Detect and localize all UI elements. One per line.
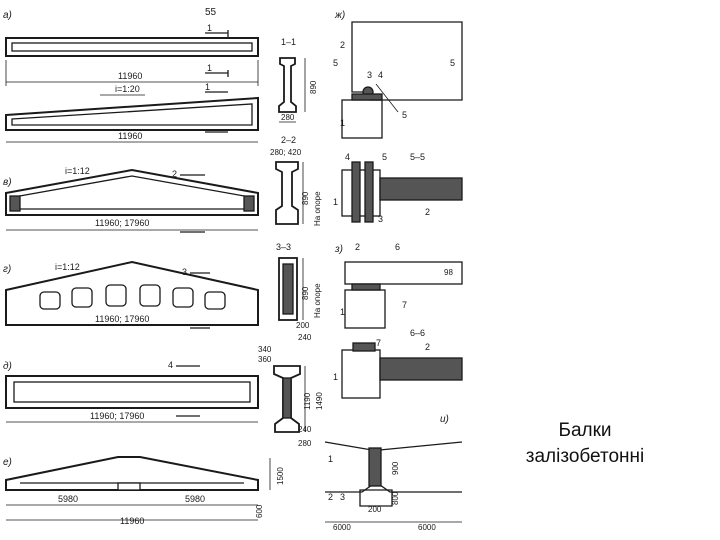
section-4-4-top1: 340 [258, 345, 272, 354]
detail-section-6-6: 6–6 7 2 1 [333, 328, 463, 399]
beam-e-left-span: 5980 [58, 494, 78, 504]
caption-line-2: залізобетонні [525, 446, 645, 467]
detail-66-label-7: 7 [376, 338, 381, 348]
beam-e-elevation: е) 5980 5980 11960 1500 600 [3, 456, 285, 526]
section-4-4-height: 1190 [303, 392, 312, 410]
detail-zh-cut-right: 5 [450, 58, 455, 68]
section-4-4-w2: 280 [298, 439, 312, 448]
section-2-2-note: На опоре [313, 191, 322, 226]
beam-d-letter: д) [3, 361, 12, 372]
beam-d-length: 11960; 17960 [90, 411, 144, 421]
detail-section-5-5-title: 5–5 [410, 152, 425, 162]
beam-e-height: 1500 [276, 467, 285, 485]
section-4-4-top2: 360 [258, 355, 272, 364]
beam-b-cut: 1 [205, 82, 210, 92]
detail-zh-label-4: 4 [378, 70, 383, 80]
beam-b-slope: i=1:20 [115, 84, 140, 94]
detail-i-bottom-dim: 800 [391, 491, 400, 505]
slide-caption: Балки залізобетонні [505, 418, 665, 470]
beam-e-letter: е) [3, 457, 12, 468]
beam-b-length: 11960 [118, 131, 142, 141]
detail-i-label-1: 1 [328, 454, 333, 464]
beam-d-cut: 4 [168, 360, 173, 370]
beam-a-elevation: а) 1 11960 1 [3, 10, 259, 86]
detail-i: и) 900 800 200 2 3 1 6000 6000 [324, 414, 463, 532]
beam-a-letter: а) [3, 10, 12, 21]
caption-line-1: Балки [558, 420, 612, 441]
detail-i-right-span: 6000 [418, 523, 436, 532]
beam-g-length: 11960; 17960 [95, 314, 149, 324]
detail-55-label-2: 2 [425, 207, 430, 217]
beam-a-cut-bottom: 1 [207, 63, 212, 73]
detail-zh-label-2: 2 [340, 40, 345, 50]
section-3-3-bottom: 240 [298, 333, 312, 342]
beam-g-elevation: г) i=1:12 3 11960; 17960 [3, 260, 259, 329]
section-1-1-title: 1–1 [281, 37, 296, 47]
section-1-1-width: 280 [281, 113, 295, 122]
beam-v-letter: в) [3, 177, 12, 188]
beam-a-cut-top: 1 [207, 23, 212, 33]
section-2-2: 2–2 280; 420 890 На опоре [270, 135, 322, 226]
detail-i-top-dim: 900 [391, 461, 400, 475]
beam-g-cut: 3 [182, 267, 187, 277]
section-3-3-note: На опоре [313, 283, 322, 318]
beam-g-slope: i=1:12 [55, 262, 80, 272]
detail-55-label-1: 1 [333, 197, 338, 207]
section-3-3-width: 200 [296, 321, 310, 330]
detail-z: з) 2 6 7 1 98 [334, 242, 463, 329]
detail-section-6-6-title: 6–6 [410, 328, 425, 338]
detail-55-label-3: 3 [378, 214, 383, 224]
beam-e-depth: 600 [255, 504, 264, 518]
section-3-3-title: 3–3 [276, 242, 291, 252]
section-2-2-top: 280; 420 [270, 148, 302, 157]
detail-zh-label-3: 3 [367, 70, 372, 80]
detail-zh-label-1: 1 [340, 118, 345, 128]
detail-i-letter: и) [440, 414, 449, 425]
beam-e-length: 11960 [120, 516, 144, 526]
detail-z-label-6: 6 [395, 242, 400, 252]
section-1-1: 1–1 890 280 [278, 37, 318, 123]
detail-i-width: 200 [368, 505, 382, 514]
detail-i-left-span: 6000 [333, 523, 351, 532]
section-3-3-height: 890 [301, 286, 310, 300]
detail-55-label-5: 5 [382, 152, 387, 162]
beam-g-letter: г) [3, 264, 11, 275]
detail-zh: ж) 2 3 4 5 1 5 5 [333, 10, 463, 139]
detail-z-letter: з) [334, 244, 343, 255]
detail-z-label-2: 2 [355, 242, 360, 252]
detail-66-label-2: 2 [425, 342, 430, 352]
section-1-1-height: 890 [309, 80, 318, 94]
detail-z-label-7: 7 [402, 300, 407, 310]
section-2-2-height: 890 [301, 191, 310, 205]
detail-zh-cut-left: 5 [333, 58, 338, 68]
page-number: 55 [205, 7, 217, 18]
beam-a-length: 11960 [118, 71, 142, 81]
beam-d-elevation: д) 4 11960; 17960 [3, 360, 259, 423]
detail-z-label-1: 1 [340, 307, 345, 317]
detail-zh-label-5: 5 [402, 110, 407, 120]
beam-v-slope: i=1:12 [65, 166, 90, 176]
beam-b-elevation: i=1:20 1 11960 [5, 82, 259, 143]
section-4-4: 340 360 1190 1490 240 280 [258, 345, 324, 448]
detail-i-label-3: 3 [340, 492, 345, 502]
detail-i-label-2: 2 [328, 492, 333, 502]
detail-55-label-4: 4 [345, 152, 350, 162]
section-4-4-w1: 240 [298, 425, 312, 434]
beam-e-right-span: 5980 [185, 494, 205, 504]
beam-v-elevation: в) i=1:12 2 11960; 17960 [3, 166, 259, 233]
detail-z-dim: 98 [444, 268, 453, 277]
section-4-4-total: 1490 [315, 392, 324, 410]
detail-zh-letter: ж) [334, 10, 345, 21]
beam-v-cut: 2 [172, 169, 177, 179]
detail-66-label-1: 1 [333, 372, 338, 382]
beam-v-length: 11960; 17960 [95, 218, 149, 228]
section-3-3: 3–3 890 На опоре 200 240 [276, 242, 322, 342]
section-2-2-title: 2–2 [281, 135, 296, 145]
detail-section-5-5: 5–5 4 5 1 3 2 [333, 152, 463, 224]
